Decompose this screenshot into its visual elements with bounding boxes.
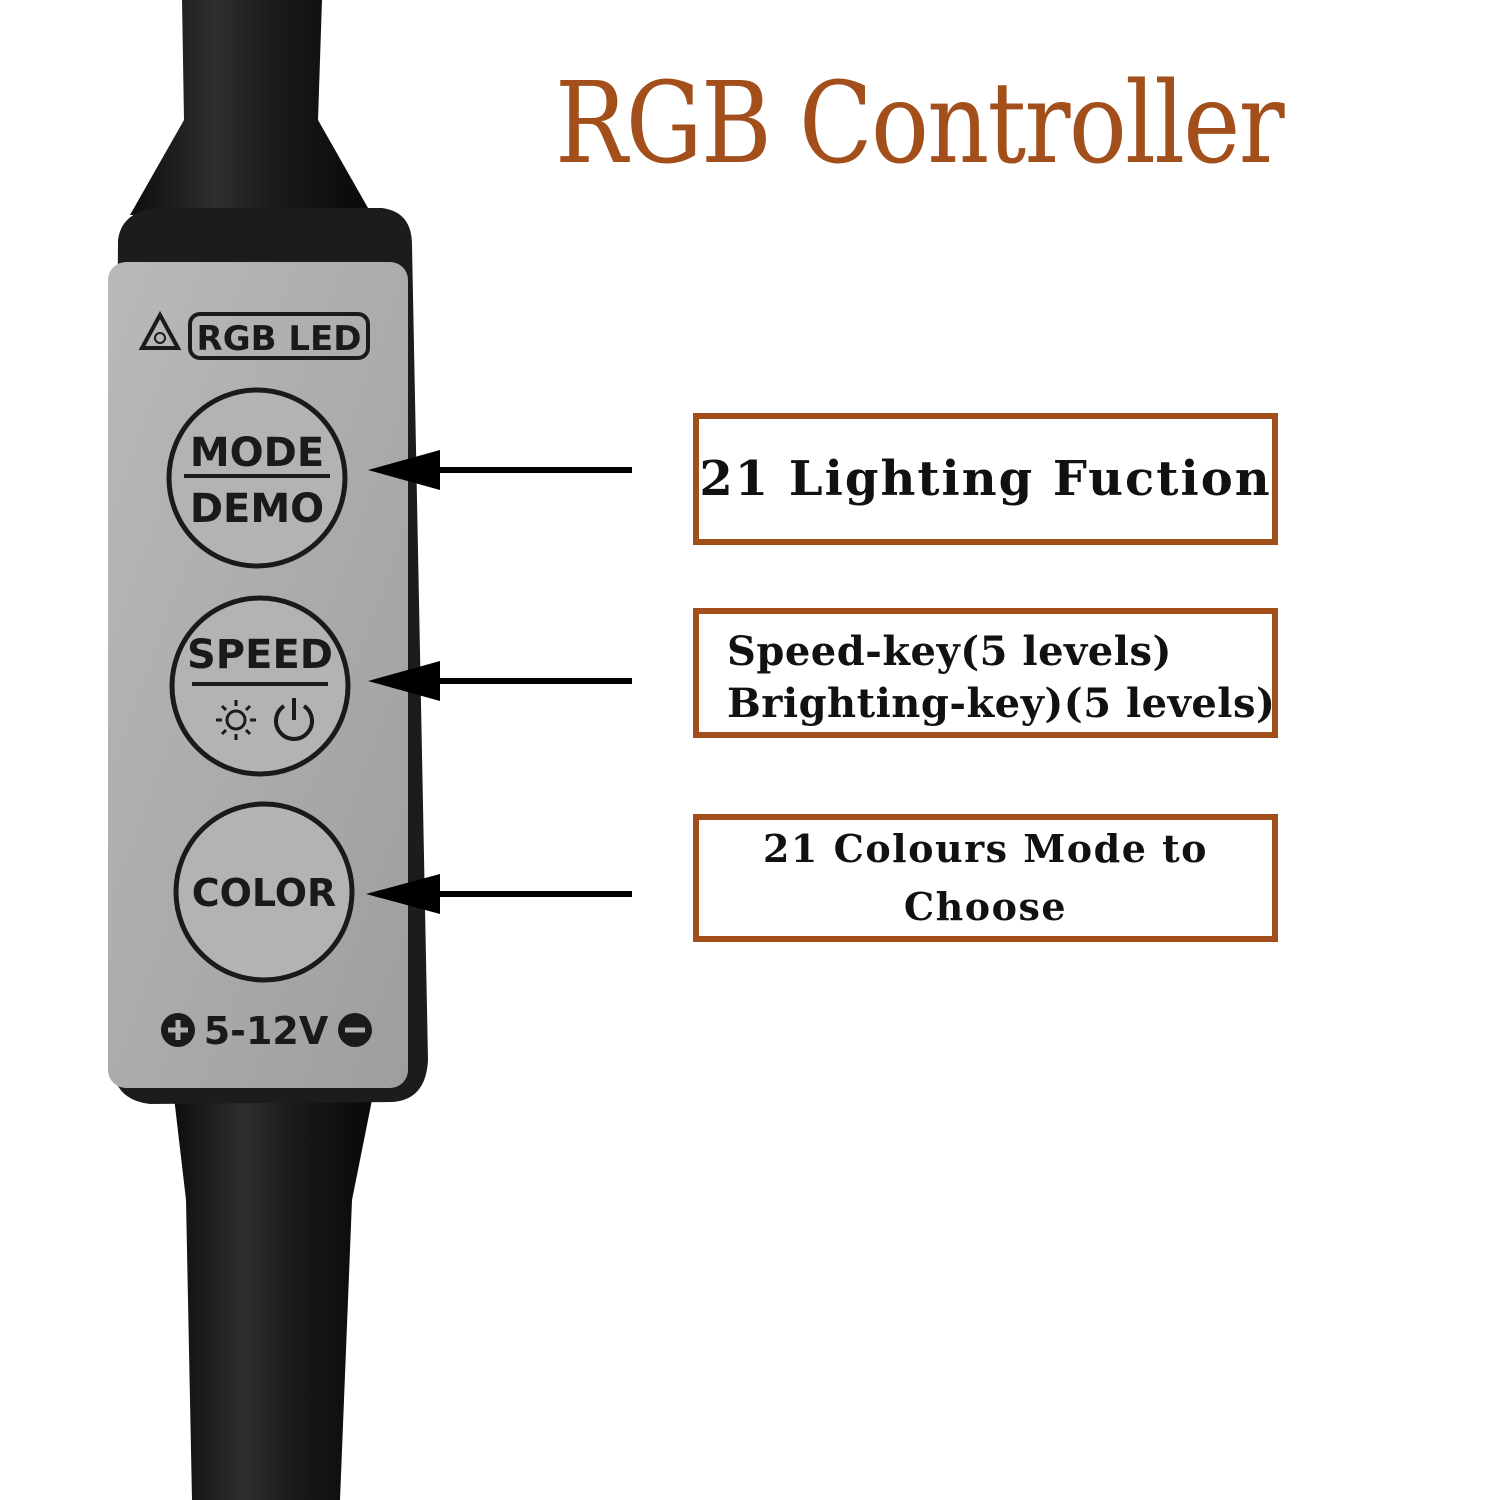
callout-color-line2: Choose bbox=[903, 884, 1068, 929]
arrow-left-icon bbox=[368, 661, 632, 701]
speed-button[interactable]: SPEED bbox=[169, 595, 351, 777]
callout-speed-line2: Brighting-key)(5 levels) bbox=[727, 680, 1276, 727]
voltage-label: 5-12V bbox=[204, 1009, 329, 1053]
mode-demo-button[interactable]: MODE DEMO bbox=[166, 387, 348, 569]
sun-icon bbox=[216, 700, 256, 740]
minus-icon bbox=[338, 1013, 372, 1047]
speed-label: SPEED bbox=[187, 632, 333, 678]
callout-speed-brightness: Speed-key(5 levels) Brighting-key)(5 lev… bbox=[693, 608, 1278, 738]
page-title: RGB Controller bbox=[555, 59, 1285, 189]
callout-speed-line1: Speed-key(5 levels) bbox=[727, 628, 1172, 675]
bottom-cable bbox=[172, 1080, 376, 1500]
warning-triangle-icon bbox=[138, 310, 182, 350]
mode-label: MODE bbox=[190, 430, 324, 476]
top-cable bbox=[130, 0, 372, 215]
callout-color-line1: 21 Colours Mode to bbox=[762, 826, 1209, 871]
callout-lighting-text: 21 Lighting Fuction bbox=[699, 451, 1272, 507]
callout-lighting-function: 21 Lighting Fuction bbox=[693, 413, 1278, 545]
color-button[interactable]: COLOR bbox=[173, 801, 355, 983]
callout-colour-mode: 21 Colours Mode to Choose bbox=[693, 814, 1278, 942]
demo-label: DEMO bbox=[190, 486, 324, 532]
arrow-left-icon bbox=[366, 874, 632, 914]
arrow-left-icon bbox=[368, 450, 632, 490]
rgb-led-logo-text: RGB LED bbox=[197, 319, 362, 359]
plus-icon bbox=[161, 1013, 195, 1047]
rgb-controller-device: RGB LED MODE DEMO SPEED COLOR bbox=[108, 0, 632, 1500]
color-label: COLOR bbox=[192, 871, 337, 915]
rgb-led-logo-frame bbox=[188, 312, 370, 360]
power-icon bbox=[274, 698, 314, 741]
